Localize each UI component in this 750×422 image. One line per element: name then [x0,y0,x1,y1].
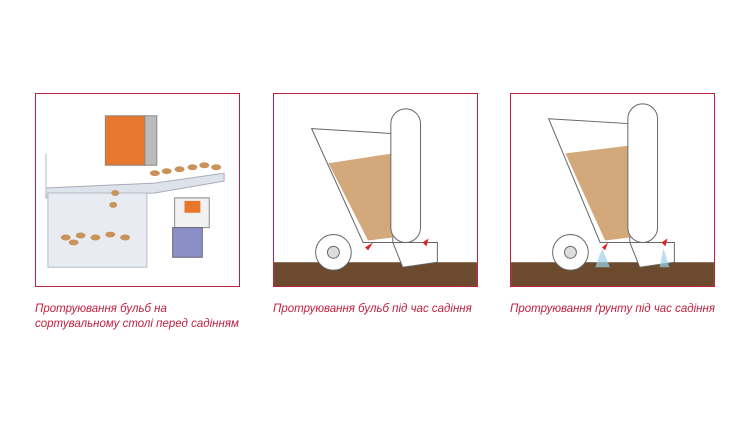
planter-soil-treatment-drawing [511,103,714,286]
caption-1: Протруювання бульб на сортувальному стол… [35,303,239,330]
illustration-sorting-table [35,93,240,287]
illustration-planting-tuber-treatment [273,93,478,287]
caption-3: Протруювання ґрунту під час садіння [510,303,715,315]
planter-tuber-treatment-drawing [274,108,477,286]
caption-2: Протруювання бульб під час садіння [273,303,472,315]
sorting-table-treatment-drawing [45,115,225,268]
illustration-planting-soil-treatment [510,93,715,287]
